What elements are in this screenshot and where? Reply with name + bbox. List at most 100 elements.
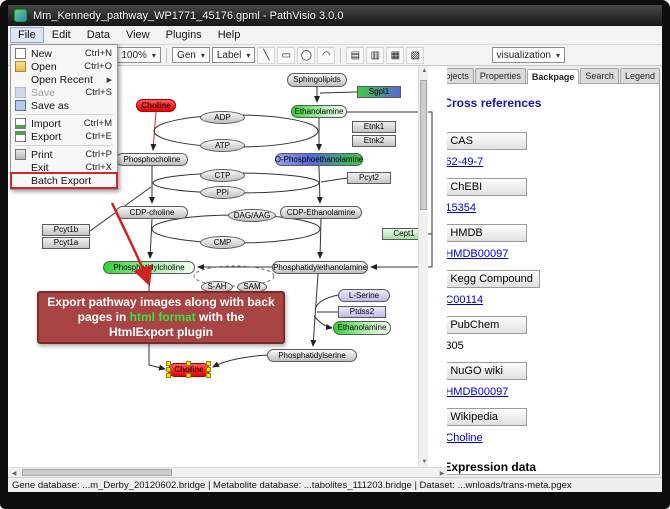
backpage-link[interactable]: 62-49-7: [445, 156, 484, 168]
backpage-link[interactable]: Choline: [445, 432, 483, 444]
pathway-node-dag-aag[interactable]: DAG/AAG: [228, 209, 276, 222]
backpage-link[interactable]: 15354: [445, 202, 476, 214]
pathway-node-o-phosphoethanolamine[interactable]: O-Phosphoethanolamine: [275, 153, 363, 166]
pathway-node-pcyt1b[interactable]: Pcyt1b: [42, 224, 90, 236]
tab-properties[interactable]: Properties: [474, 68, 526, 83]
menu-edit[interactable]: Edit: [51, 29, 71, 41]
menu-plugins[interactable]: Plugins: [165, 29, 202, 41]
backpage-link[interactable]: C00114: [445, 294, 484, 306]
node-label: Ethanolamine: [294, 106, 344, 116]
node-label: Phosphatidylserine: [278, 350, 346, 360]
pathway-node-ethanolamine[interactable]: Ethanolamine: [291, 105, 347, 118]
pathway-node-adp[interactable]: ADP: [200, 111, 245, 124]
horizontal-scrollbar[interactable]: ◀ ▶: [8, 467, 447, 477]
annotation-callout: Export pathway images along with back pa…: [37, 291, 285, 344]
menu-help[interactable]: Help: [217, 29, 241, 41]
menu-item-save-as[interactable]: Save as: [12, 99, 116, 112]
pathway-node-etnk2[interactable]: Etnk2: [352, 135, 396, 147]
distribute-button[interactable]: ▦: [386, 46, 405, 64]
selection-handle[interactable]: [166, 373, 171, 378]
scroll-left-icon[interactable]: ◀: [11, 471, 17, 477]
node-label: PPi: [216, 187, 229, 197]
node-label: Pcyt1a: [53, 238, 79, 247]
chevron-down-icon: ▾: [555, 50, 560, 60]
pathway-node-atp[interactable]: ATP: [200, 139, 245, 152]
pathway-node-ctp[interactable]: CTP: [200, 169, 245, 182]
tab-backpage[interactable]: Backpage: [526, 69, 580, 84]
visualization-combo[interactable]: visualization ▾: [491, 47, 565, 63]
menu-file[interactable]: File: [10, 27, 44, 43]
zoom-combo[interactable]: 100% ▾: [116, 47, 161, 63]
pathway-node-ppi[interactable]: PPi: [200, 186, 245, 199]
horizontal-scroll-thumb[interactable]: [22, 469, 172, 476]
arc-tool-button[interactable]: ◠: [317, 46, 336, 64]
menu-separator: [15, 114, 113, 115]
pathway-node-cdp-ethanolamine[interactable]: CDP-Ethanolamine: [280, 206, 362, 219]
pathway-node-phosphatidylcholine[interactable]: Phosphatidylcholine: [103, 261, 195, 274]
node-label: Sgpl1: [368, 87, 390, 96]
pathway-node-choline[interactable]: Choline: [166, 361, 211, 378]
callout-highlight: html format: [129, 310, 196, 324]
shape-tool-button[interactable]: ▭: [277, 46, 296, 64]
align-left-button[interactable]: ▤: [346, 46, 365, 64]
backpage-link[interactable]: HMDB00097: [445, 248, 509, 260]
align-center-button[interactable]: ▥: [366, 46, 385, 64]
pathway-node-l-serine[interactable]: L-Serine: [338, 289, 390, 302]
vertical-scroll-thumb[interactable]: [420, 80, 428, 210]
label-tool-dropdown[interactable]: Label ▾: [211, 47, 256, 63]
import-icon: [14, 118, 27, 129]
statusbar: Gene database: ...m_Derby_20120602.bridg…: [8, 477, 662, 492]
zoom-value: 100%: [121, 49, 147, 61]
pathway-node-cmp[interactable]: CMP: [200, 236, 245, 249]
oval-tool-button[interactable]: ◯: [297, 46, 316, 64]
label-tool-label: Label: [216, 49, 242, 61]
line-tool-button[interactable]: ╲: [257, 46, 276, 64]
pathway-node-pcyt2[interactable]: Pcyt2: [347, 172, 391, 184]
pathway-node-sgpl1[interactable]: Sgpl1: [357, 86, 401, 98]
pathway-node-pcyt1a[interactable]: Pcyt1a: [42, 237, 90, 249]
selection-handle[interactable]: [206, 373, 211, 378]
pathway-node-choline[interactable]: Choline: [136, 99, 176, 112]
pathway-node-phosphatidylethanolamine[interactable]: Phosphatidylethanolamine: [272, 261, 368, 274]
stack-button[interactable]: ▧: [406, 46, 425, 64]
pathway-node-cdp-choline[interactable]: CDP-choline: [116, 206, 188, 219]
tab-search[interactable]: Search: [580, 68, 619, 83]
gene-tool-dropdown[interactable]: Gen ▾: [171, 47, 210, 63]
menu-view[interactable]: View: [125, 29, 150, 41]
scroll-right-icon[interactable]: ▶: [439, 471, 445, 477]
toolbar-separator: [165, 47, 167, 63]
tab-legend[interactable]: Legend: [619, 68, 660, 83]
selection-handle[interactable]: [166, 361, 171, 366]
menu-item-batch-export[interactable]: Batch Export: [10, 172, 118, 189]
submenu-arrow-icon: ▶: [106, 76, 112, 84]
selection-handle[interactable]: [206, 361, 211, 366]
scroll-down-icon[interactable]: ▼: [421, 459, 428, 465]
selection-handle[interactable]: [166, 367, 171, 372]
pathway-node-cept1[interactable]: Cept1: [382, 228, 426, 240]
pathway-node-etnk1[interactable]: Etnk1: [352, 121, 396, 133]
selection-handle[interactable]: [186, 373, 191, 378]
pathway-node-ptdss2[interactable]: Ptdss2: [338, 306, 386, 318]
pathway-node-sphingolipids[interactable]: Sphingolipids: [287, 73, 347, 87]
pathway-node-ethanolamine[interactable]: Ethanolamine: [333, 321, 391, 335]
scroll-up-icon[interactable]: ▲: [421, 68, 428, 74]
titlebar[interactable]: Mm_Kennedy_pathway_WP1771_45176.gpml - P…: [8, 5, 662, 26]
menu-item-open-recent[interactable]: Open Recent▶: [12, 73, 116, 86]
selection-handle[interactable]: [186, 361, 191, 366]
selection-handle[interactable]: [206, 367, 211, 372]
pathway-node-phosphocholine[interactable]: Phosphocholine: [116, 153, 188, 166]
vertical-scrollbar[interactable]: ▲ ▼: [418, 66, 429, 467]
menu-data[interactable]: Data: [86, 29, 110, 41]
backpage-link[interactable]: HMDB00097: [445, 386, 509, 398]
pathway-node-phosphatidylserine[interactable]: Phosphatidylserine: [267, 349, 357, 362]
